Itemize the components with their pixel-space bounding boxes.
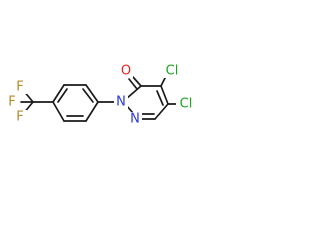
- atom-nitrogen-ring: N: [116, 95, 126, 110]
- atom-chlorine-right: Cl: [180, 97, 193, 112]
- bond-n2-c3: [125, 85, 142, 100]
- bond-ar6: [85, 101, 99, 122]
- atom-chlorine-top: Cl: [166, 64, 179, 79]
- bond-c4-c5-double: [156, 90, 164, 106]
- bond-ar1-double: [82, 88, 94, 103]
- atom-nitrogen-lower: N: [130, 112, 140, 127]
- bond-c5-c6: [154, 103, 169, 120]
- bond-carbonyl-double: [128, 78, 138, 90]
- atom-label-layer: O Cl Cl N N F F F: [6, 64, 196, 127]
- atom-fluorine-top: F: [16, 80, 23, 95]
- bond-ar3-double: [57, 88, 68, 103]
- bond-carbonyl: [132, 76, 142, 87]
- bond-c4-c5: [160, 85, 169, 105]
- bond-ar1: [85, 84, 99, 103]
- molecule-structure: O Cl Cl N N F F F: [6, 63, 196, 127]
- atom-fluorine-bottom: F: [16, 110, 23, 125]
- atom-oxygen: O: [121, 64, 131, 79]
- bond-layer: [20, 75, 180, 122]
- bond-ar4: [52, 101, 65, 122]
- bond-ar3: [52, 84, 65, 103]
- atom-fluorine-left: F: [8, 95, 15, 110]
